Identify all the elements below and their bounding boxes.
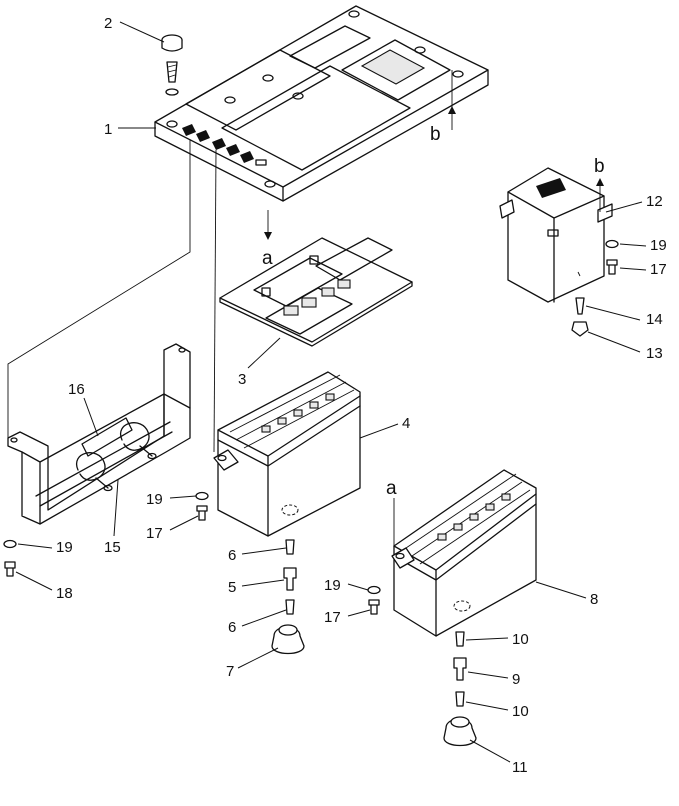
- label-10-top: 10: [512, 631, 529, 648]
- ref-b-plate: b: [430, 124, 441, 145]
- label-8: 8: [590, 591, 598, 608]
- label-14: 14: [646, 311, 663, 328]
- label-19-relay: 19: [650, 237, 667, 254]
- label-13: 13: [646, 345, 663, 362]
- label-12: 12: [646, 193, 663, 210]
- part-labels: 2 1 3 4 8 12 19 17 14 13 16 15 19 18 19 …: [56, 15, 667, 776]
- label-5: 5: [228, 579, 236, 596]
- controller-box: [213, 371, 361, 537]
- label-10-bottom: 10: [512, 703, 529, 720]
- bracket: [7, 343, 191, 525]
- sub-panel: [219, 237, 413, 347]
- label-3: 3: [238, 371, 246, 388]
- label-18: 18: [56, 585, 73, 602]
- ref-b-relay: b: [594, 156, 605, 177]
- relay-unit: [499, 167, 613, 303]
- label-1: 1: [104, 121, 112, 138]
- label-19-box4: 19: [146, 491, 163, 508]
- label-7: 7: [226, 663, 234, 680]
- washer-19-left: [3, 539, 17, 549]
- label-17-box4: 17: [146, 525, 163, 542]
- label-4: 4: [402, 415, 410, 432]
- label-6-top: 6: [228, 547, 236, 564]
- leader-lines: [15, 21, 647, 763]
- ref-a-subpanel: a: [262, 248, 273, 269]
- ref-a-box8: a: [386, 478, 397, 499]
- ref-letters: a a b b: [262, 124, 605, 499]
- label-17-box8: 17: [324, 609, 341, 626]
- connection-lines: [7, 70, 604, 548]
- label-2: 2: [104, 15, 112, 32]
- label-15: 15: [104, 539, 121, 556]
- label-9: 9: [512, 671, 520, 688]
- label-6-bottom: 6: [228, 619, 236, 636]
- knob: [161, 34, 183, 96]
- label-19-box8: 19: [324, 577, 341, 594]
- label-19-bracket: 19: [56, 539, 73, 556]
- controller-box-2: [391, 469, 537, 637]
- hardware: [3, 239, 619, 747]
- label-16: 16: [68, 381, 85, 398]
- label-17-relay: 17: [650, 261, 667, 278]
- panel-plate: [154, 5, 489, 202]
- label-11: 11: [512, 759, 528, 776]
